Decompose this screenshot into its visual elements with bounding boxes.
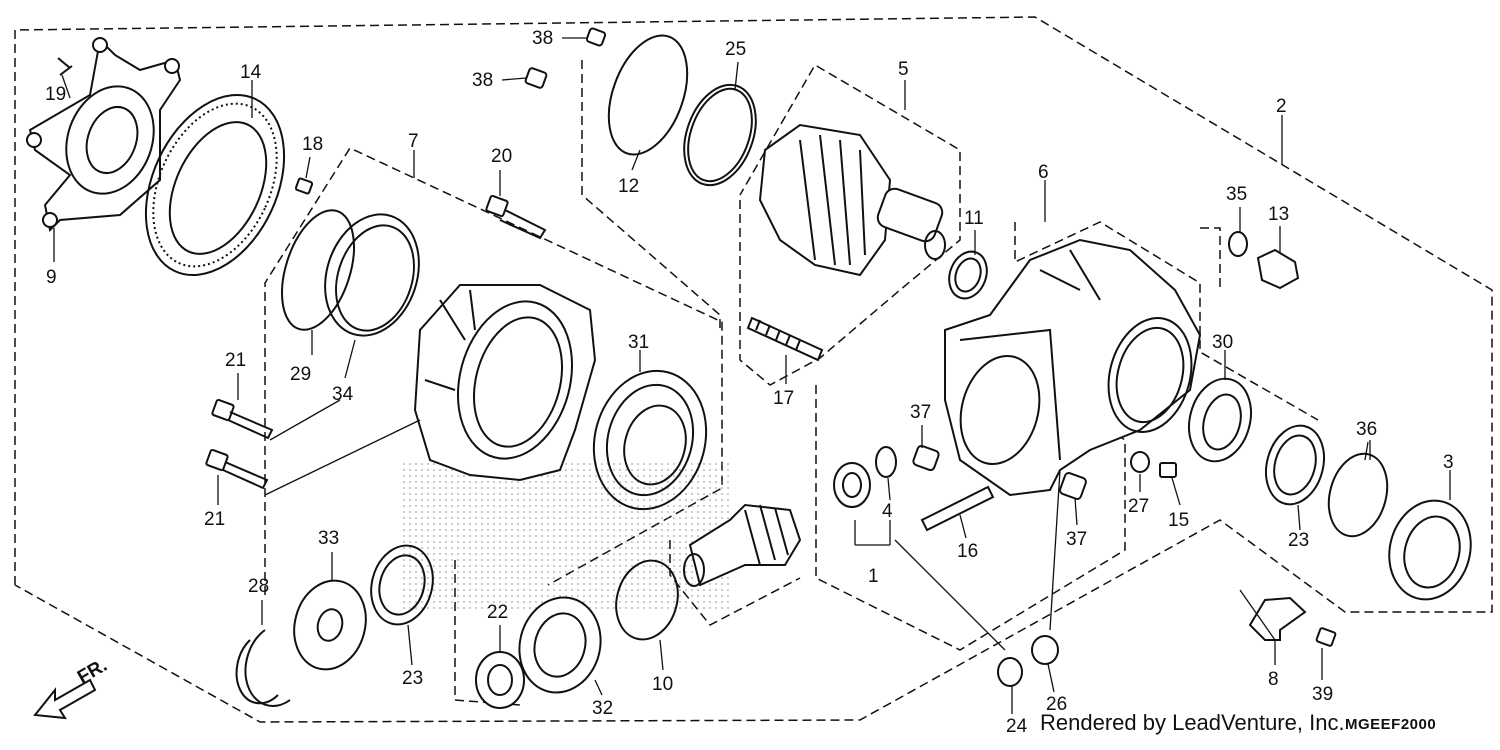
bracket-8-part[interactable]: [1248, 596, 1337, 647]
callout-4: 4: [882, 501, 893, 522]
callout-11: 11: [964, 208, 984, 229]
bearing-31-part[interactable]: [579, 358, 721, 522]
callout-28: 28: [248, 576, 269, 597]
small-bearing-parts[interactable]: [833, 444, 1087, 546]
callout-12: 12: [618, 176, 639, 197]
callout-5: 5: [898, 59, 909, 80]
rendered-by-credit: Rendered by LeadVenture, Inc.: [1040, 710, 1345, 735]
bolt-20-part[interactable]: [485, 194, 547, 240]
lock-nut-part[interactable]: [475, 651, 525, 709]
bearing-32-part[interactable]: [509, 588, 611, 701]
front-arrow-label: FR.: [74, 655, 111, 688]
bearing-30-part[interactable]: [1180, 372, 1260, 469]
callout-labels: 1 2 3 4 5 6 7 8 9 10 11 12 13 14 15 16 1…: [45, 28, 1454, 737]
callout-25: 25: [725, 39, 746, 60]
stud-bolt-16-part[interactable]: [920, 485, 995, 532]
snap-ring-28-part[interactable]: [235, 629, 291, 707]
callout-18: 18: [302, 134, 323, 155]
callout-9: 9: [46, 267, 57, 288]
bolt-21-parts[interactable]: [205, 398, 421, 496]
callout-30: 30: [1212, 332, 1233, 353]
pinion-gear-part[interactable]: [683, 503, 802, 587]
callout-13: 13: [1268, 204, 1289, 225]
callout-15: 15: [1168, 510, 1189, 531]
callout-34: 34: [332, 384, 354, 405]
callout-31: 31: [628, 332, 649, 353]
callout-22: 22: [487, 602, 508, 623]
callout-17: 17: [773, 388, 794, 409]
callout-20: 20: [491, 146, 512, 167]
callout-leaders: [251, 80, 1451, 500]
callout-19: 19: [45, 84, 66, 105]
nut-and-washer-parts[interactable]: [894, 469, 1061, 687]
callout-2: 2: [1276, 96, 1287, 117]
gear-case-cover-part[interactable]: [413, 284, 597, 482]
small-bolt-part[interactable]: [294, 177, 314, 195]
dowel-pin-parts[interactable]: [524, 27, 607, 89]
cap-3-part[interactable]: [1378, 491, 1481, 608]
callout-21a: 21: [225, 350, 246, 371]
washer-and-bolt-parts[interactable]: [1130, 451, 1177, 478]
callout-21b: 21: [204, 509, 225, 530]
needle-bearing-right-part[interactable]: [1258, 419, 1333, 511]
callout-32: 32: [592, 698, 613, 719]
callout-23a: 23: [402, 668, 423, 689]
callout-24: 24: [1006, 716, 1028, 737]
final-gear-case-part[interactable]: [944, 238, 1204, 497]
callout-35: 35: [1226, 184, 1247, 205]
callout-37a: 37: [910, 402, 931, 423]
callout-8: 8: [1268, 669, 1279, 690]
callout-7: 7: [408, 131, 419, 152]
callout-16: 16: [957, 541, 978, 562]
shim-33-part[interactable]: [285, 572, 376, 677]
pulser-ring-part[interactable]: [119, 73, 312, 298]
halftone-shading: [400, 460, 730, 610]
callout-26: 26: [1046, 694, 1067, 715]
callout-38a: 38: [532, 28, 553, 49]
callout-36: 36: [1356, 419, 1377, 440]
front-direction-arrow: [33, 678, 97, 720]
snap-ring-and-seal-parts[interactable]: [268, 201, 434, 348]
callout-23b: 23: [1288, 530, 1309, 551]
callout-27: 27: [1128, 496, 1149, 517]
oring-10-part[interactable]: [608, 554, 687, 647]
callout-38b: 38: [472, 70, 493, 91]
callout-39: 39: [1312, 684, 1333, 705]
callout-1: 1: [868, 566, 879, 587]
callout-10: 10: [652, 674, 673, 695]
callout-33: 33: [318, 528, 339, 549]
callout-37b: 37: [1066, 529, 1087, 550]
callout-6: 6: [1038, 162, 1049, 183]
diagram-code: MGEEF2000: [1345, 716, 1437, 733]
ring-gear-part[interactable]: [758, 123, 946, 277]
oil-seal-part[interactable]: [943, 246, 993, 303]
mounting-bracket-part[interactable]: [26, 37, 182, 233]
callout-3: 3: [1443, 452, 1454, 473]
callout-29: 29: [290, 364, 311, 385]
oring-36-part[interactable]: [1320, 447, 1396, 543]
stud-bolt-17-part[interactable]: [746, 316, 824, 362]
needle-bearing-left-part[interactable]: [363, 539, 442, 632]
callout-14: 14: [240, 62, 262, 83]
shim-and-oring-parts[interactable]: [594, 25, 769, 195]
drain-plug-parts[interactable]: [1228, 231, 1300, 290]
